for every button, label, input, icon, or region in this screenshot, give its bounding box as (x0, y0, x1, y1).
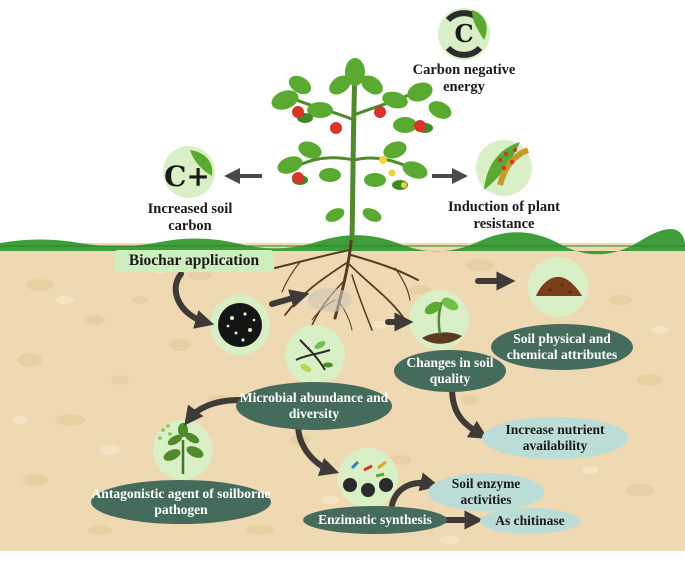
soil-carbon-glyph: C+ (164, 160, 210, 193)
label-as-chitinase: As chitinase (480, 508, 580, 534)
label-changes-soil-quality: Changes in soil quality (394, 350, 506, 392)
arrow-to-antagonist (184, 397, 243, 426)
soil-heap-icon (528, 257, 588, 317)
soil-carbon-icon: C+ (163, 146, 215, 198)
antagonist-plant-icon (153, 420, 213, 480)
label-biochar-application: Biochar application (114, 250, 274, 272)
seedling-icon (409, 290, 469, 350)
flow-arrows (172, 271, 516, 530)
arrow-char-to-roots (269, 289, 310, 308)
plant-roots (274, 230, 419, 331)
label-increased-soil-carbon: Increased soil carbon (147, 201, 233, 234)
arrow-biochar-to-char (172, 271, 215, 329)
label-carbon-negative: Carbon negative energy (412, 62, 516, 95)
carbon-negative-glyph: C (454, 19, 473, 48)
label-soil-enzyme: Soil enzyme activities (428, 473, 544, 511)
label-antagonistic-agent: Antagonistic agent of soilborne pathogen (91, 480, 271, 524)
plant-resistance-icon (476, 140, 532, 196)
carbon-negative-icon: C (438, 8, 490, 60)
root-aggregate (308, 288, 352, 312)
arrow-to-nutrient (449, 385, 489, 439)
label-induction-resistance: Induction of plant resistance (447, 199, 560, 232)
arrow-to-enzyme (295, 421, 340, 477)
tomato-plant (271, 58, 452, 241)
biochar-icon (210, 295, 270, 355)
microbe-icon (285, 325, 345, 385)
arrow-to-soil-enzyme (389, 472, 440, 508)
label-enzimatic-synthesis: Enzimatic synthesis (303, 506, 447, 534)
enzyme-icon (338, 448, 398, 508)
label-increase-nutrient: Increase nutrient availability (482, 417, 628, 459)
label-soil-physical: Soil physical and chemical attributes (491, 324, 633, 370)
label-microbial-abundance: Microbial abundance and diversity (236, 382, 392, 430)
